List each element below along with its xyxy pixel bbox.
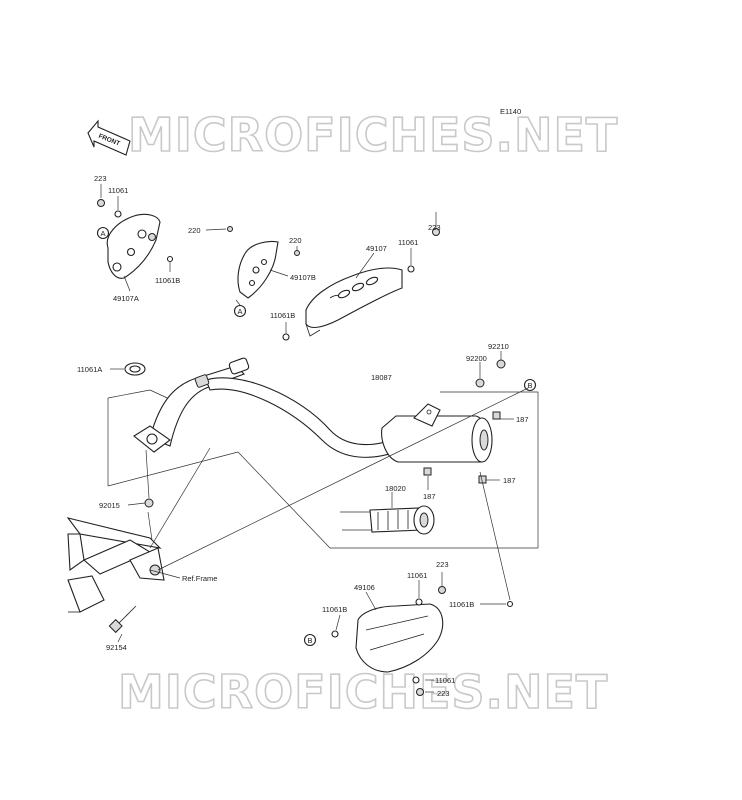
label-92200: 92200	[466, 354, 487, 363]
label-187-mid: 187	[423, 492, 436, 501]
label-49107: 49107	[366, 244, 387, 253]
nut-223-top-left	[97, 199, 105, 207]
washer-11061b-mid	[282, 333, 290, 341]
label-223-bottom-top: 223	[436, 560, 449, 569]
callout-b-bottom	[303, 633, 317, 647]
washer-11061b-left	[166, 255, 174, 263]
nut-92200	[475, 378, 485, 388]
nut-92210	[496, 359, 506, 369]
label-223-top-left: 223	[94, 174, 107, 183]
washer-11061-bottom	[412, 676, 420, 684]
leader-lines	[100, 184, 529, 693]
callout-b-top-text: B	[528, 381, 533, 390]
watermark-top: MICROFICHES.NET	[128, 108, 618, 162]
nut-223-bottom	[416, 688, 424, 696]
washer-11061-top-left	[114, 210, 122, 218]
callout-a-shield	[233, 304, 247, 318]
label-18087: 18087	[371, 373, 392, 382]
heat-shield-49106	[355, 603, 444, 673]
bolt-92154	[108, 605, 137, 634]
label-220-small: 220	[188, 226, 201, 235]
label-ref-frame: Ref.Frame	[182, 574, 217, 583]
callout-b-bottom-text: B	[308, 636, 313, 645]
washer-11061b-bottom-left	[331, 630, 339, 638]
screw-220-right	[294, 250, 300, 256]
label-49106: 49106	[354, 583, 375, 592]
bolt-187-top	[492, 411, 501, 420]
heat-shield-49107	[305, 267, 403, 337]
label-11061-bottom-top: 11061	[407, 571, 427, 580]
diagram-code: E1140	[500, 107, 521, 116]
exhaust-pipe-18087	[107, 357, 539, 549]
callout-a-top	[96, 226, 110, 240]
frame-section	[66, 517, 181, 613]
watermark-bottom: MICROFICHES.NET	[118, 665, 608, 719]
label-11061a: 11061A	[77, 365, 102, 374]
label-11061b-bottom-left: 11061B	[322, 605, 347, 614]
callout-a-shield-text: A	[238, 307, 243, 316]
washer-11061-top-right	[407, 265, 415, 273]
label-11061b-bottom-right: 11061B	[449, 600, 474, 609]
washer-11061b-bottom-right	[506, 600, 514, 608]
callout-b-top	[523, 378, 537, 392]
label-223-top-right: 223	[428, 223, 441, 232]
front-arrow-icon: FRONT	[87, 119, 131, 156]
label-11061-top-left: 11061	[108, 186, 128, 195]
bolt-187-mid	[423, 467, 432, 476]
label-187-top: 187	[516, 415, 529, 424]
nut-92015	[144, 498, 154, 508]
screw-220-left	[227, 226, 233, 232]
callout-a-top-text: A	[101, 229, 106, 238]
spark-arrestor-18020	[340, 505, 435, 535]
washer-11061-bottom-top	[415, 598, 423, 606]
label-220-right: 220	[289, 236, 302, 245]
label-11061-top-right: 11061	[398, 238, 418, 247]
nut-223-bottom-top	[438, 586, 446, 594]
nut-223-top-right	[432, 228, 440, 236]
label-18020: 18020	[385, 484, 406, 493]
label-11061-bottom: 11061	[435, 676, 455, 685]
gasket-11061a-hole	[129, 365, 141, 373]
bolt-head-top-left	[148, 233, 156, 241]
label-11061b-left: 11061B	[155, 276, 180, 285]
label-92210: 92210	[488, 342, 509, 351]
label-49107a: 49107A	[113, 294, 139, 303]
heat-shield-49107b	[237, 240, 279, 299]
label-49107b: 49107B	[290, 273, 316, 282]
label-92015: 92015	[99, 501, 120, 510]
heat-shield-49107a	[106, 213, 161, 279]
label-223-bottom: 223	[437, 689, 450, 698]
label-92154: 92154	[106, 643, 127, 652]
label-11061b-mid: 11061B	[270, 311, 295, 320]
label-187-bottom: 187	[503, 476, 516, 485]
